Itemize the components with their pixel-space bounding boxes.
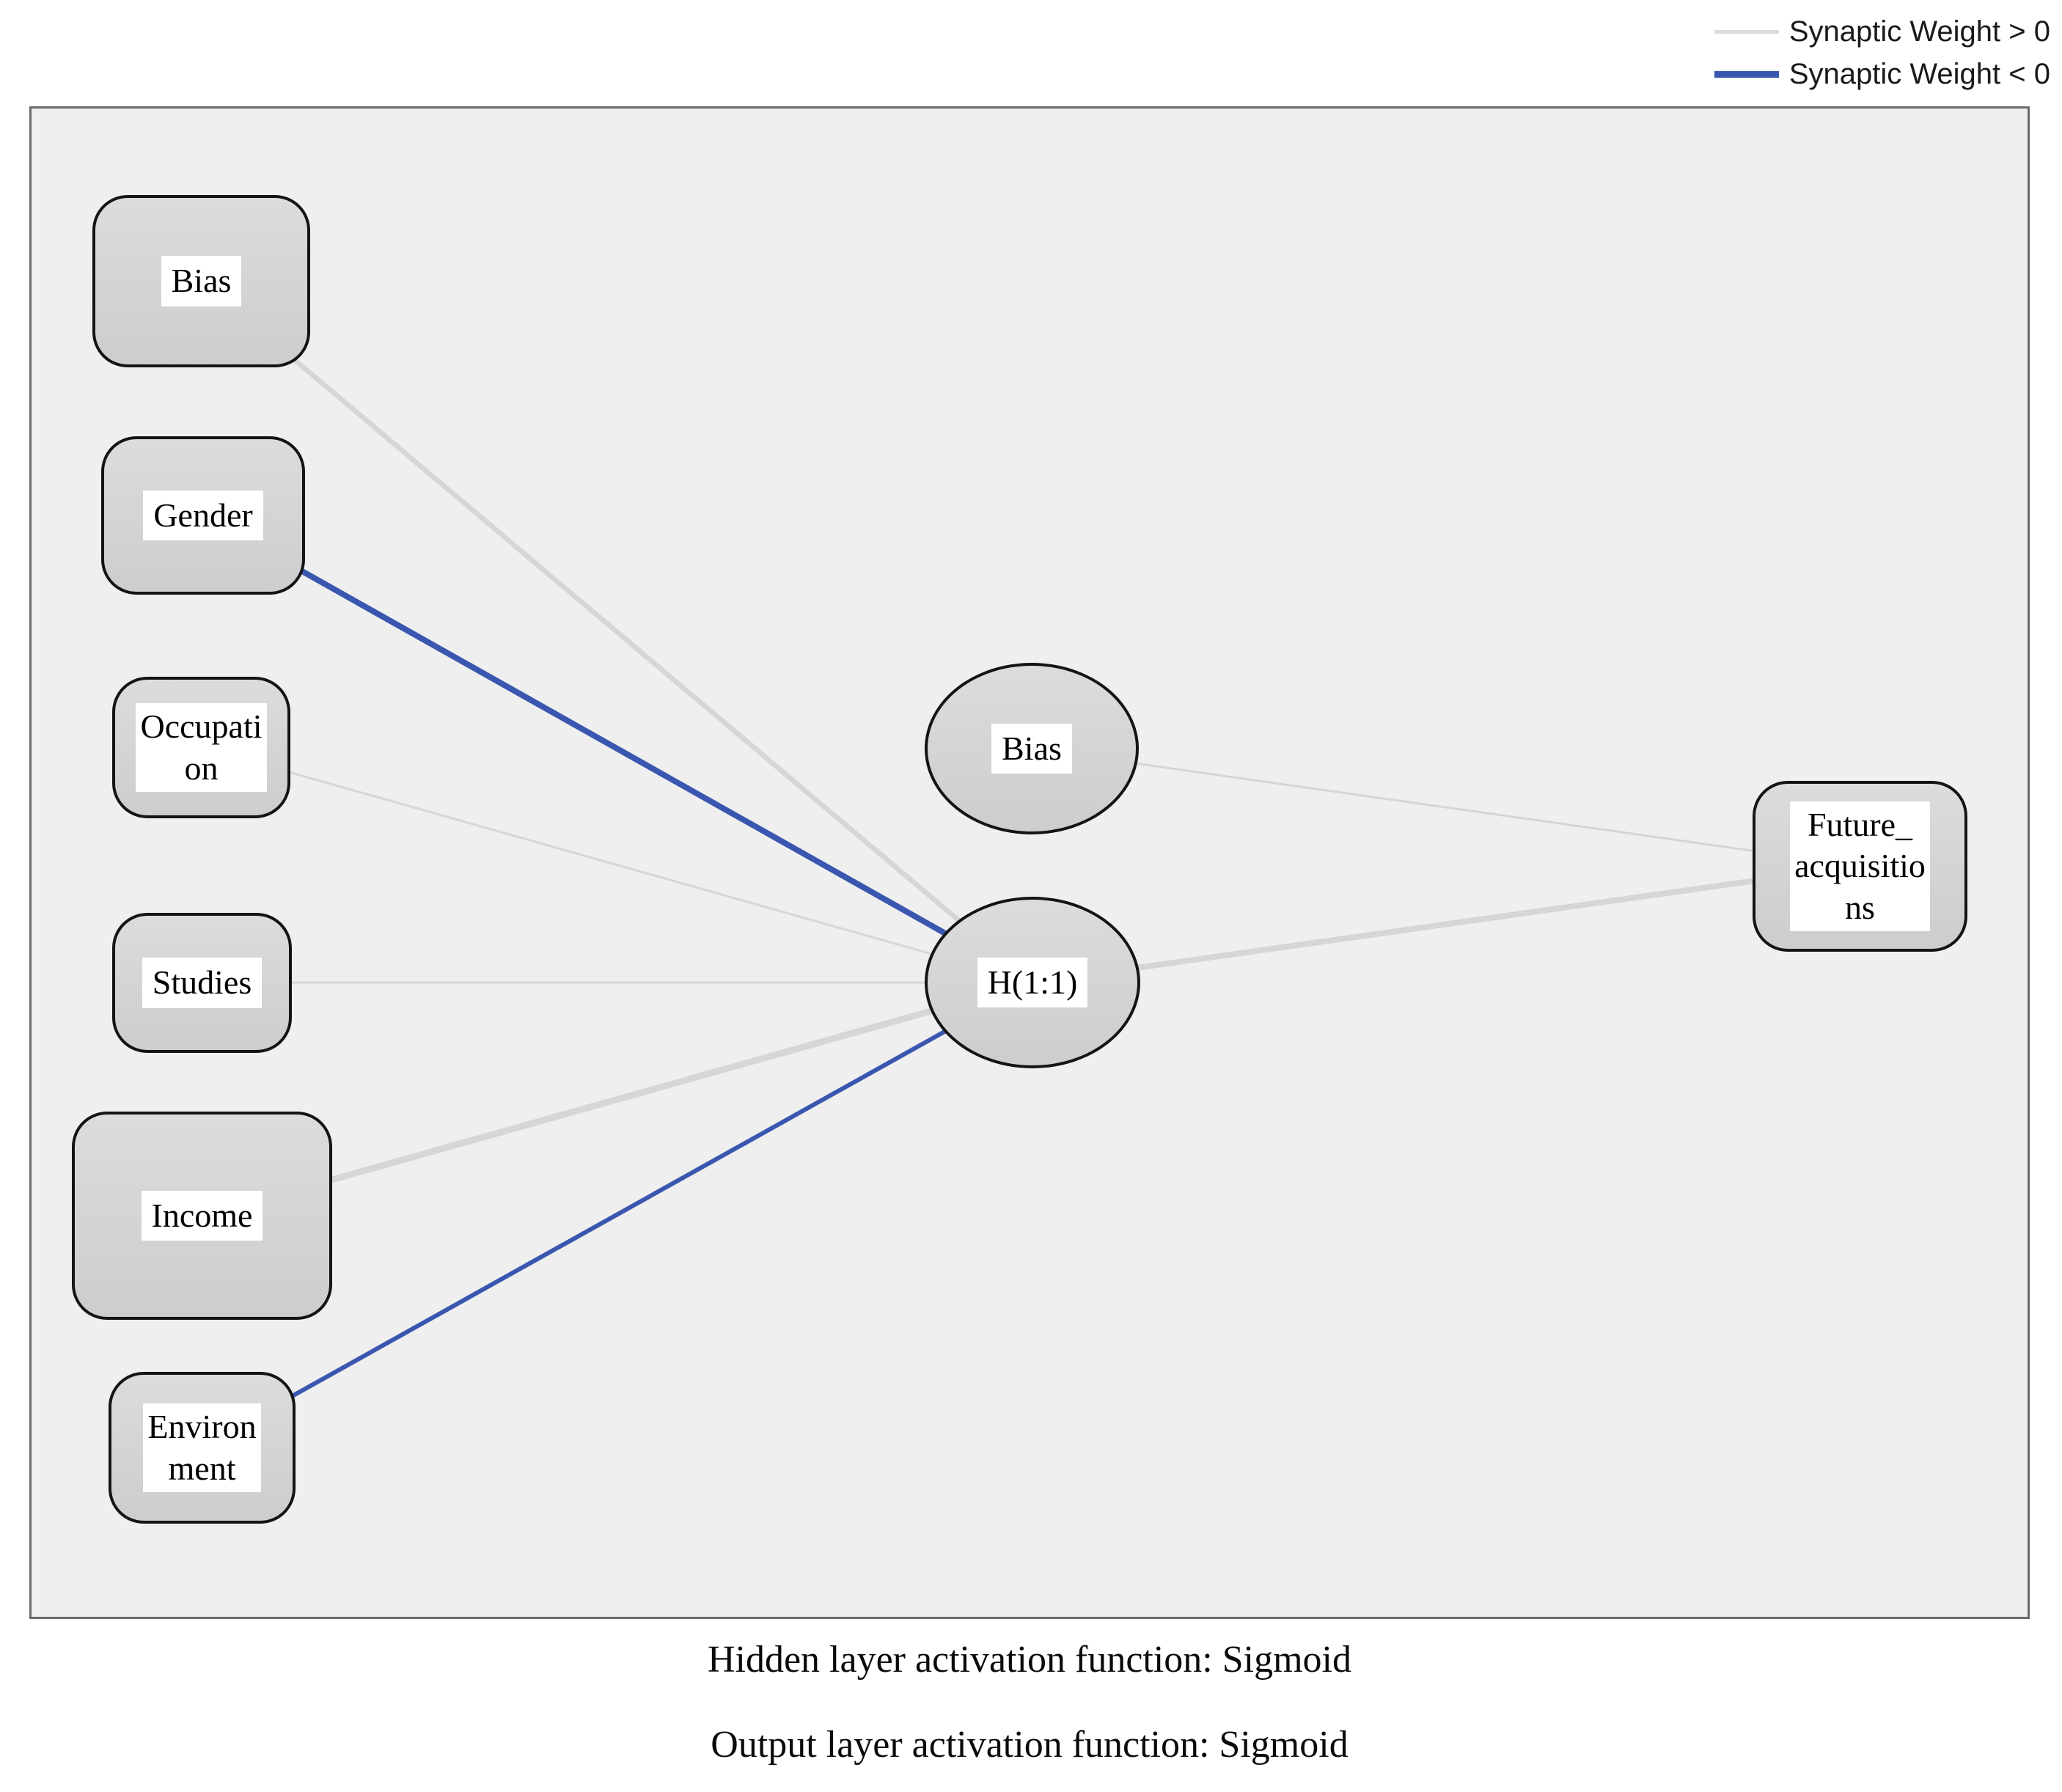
- input-node-studies: Studies: [112, 913, 292, 1053]
- hidden-node-h11: H(1:1): [925, 897, 1140, 1068]
- node-label: Bias: [161, 256, 242, 306]
- hidden-node-bias: Bias: [925, 663, 1139, 834]
- edge-bias_hidden-to-future_acquisitions: [1031, 747, 1860, 867]
- edge-h11-to-future_acquisitions: [1032, 863, 1860, 985]
- edge-bias_input-to-h11: [199, 279, 1035, 985]
- legend-label: Synaptic Weight > 0: [1788, 15, 2050, 48]
- negative-weight-line-swatch: [1714, 70, 1779, 78]
- edge-environment-to-h11: [200, 980, 1034, 1449]
- output-node-future-acquisitions: Future_ acquisitio ns: [1753, 781, 1967, 952]
- synaptic-weight-edges: [199, 279, 1860, 1449]
- node-label: Gender: [143, 490, 263, 541]
- hidden-layer-activation-note: Hidden layer activation function: Sigmoi…: [707, 1639, 1352, 1681]
- input-node-environment: Environ ment: [109, 1372, 296, 1524]
- input-node-gender: Gender: [101, 436, 305, 595]
- node-label: H(1:1): [977, 957, 1088, 1008]
- input-node-income: Income: [72, 1112, 332, 1320]
- legend-item-positive-weight: Synaptic Weight > 0: [1714, 10, 2050, 53]
- legend-label: Synaptic Weight < 0: [1788, 57, 2050, 90]
- edge-gender-to-h11: [202, 513, 1034, 985]
- edge-income-to-h11: [200, 979, 1034, 1220]
- legend-item-negative-weight: Synaptic Weight < 0: [1714, 53, 2050, 95]
- node-label: Income: [141, 1190, 263, 1241]
- network-diagram-panel: Bias Gender Occupati on Studies Income E…: [29, 106, 2030, 1619]
- edge-occupation-to-h11: [200, 746, 1033, 984]
- node-label: Studies: [142, 958, 263, 1008]
- node-label: Occupati on: [136, 703, 267, 792]
- positive-weight-line-swatch: [1714, 29, 1779, 34]
- node-label: Environ ment: [143, 1403, 261, 1492]
- input-node-occupation: Occupati on: [112, 677, 290, 818]
- legend: Synaptic Weight > 0 Synaptic Weight < 0: [1714, 10, 2050, 95]
- output-layer-activation-note: Output layer activation function: Sigmoi…: [711, 1724, 1349, 1766]
- input-node-bias: Bias: [92, 195, 310, 367]
- node-label: Bias: [991, 723, 1072, 774]
- node-label: Future_ acquisitio ns: [1790, 801, 1930, 931]
